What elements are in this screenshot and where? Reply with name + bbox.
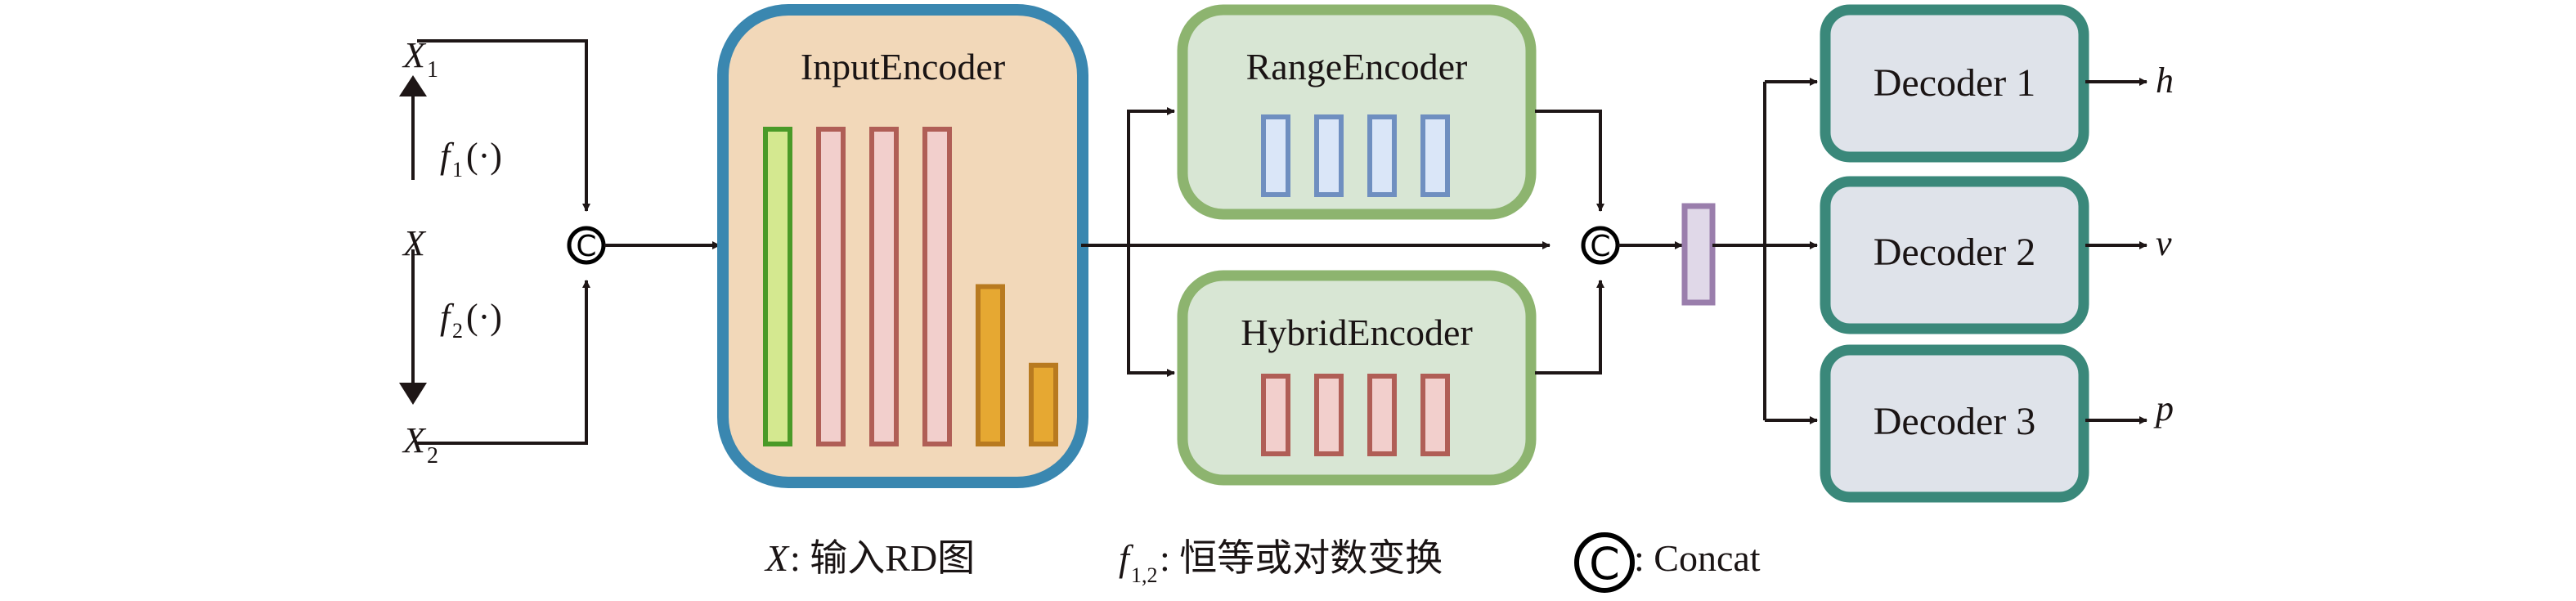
legend-x-entry: X : 输入RD图	[764, 537, 975, 579]
range-encoder-title: RangeEncoder	[1246, 46, 1468, 87]
svg-text:1,2: 1,2	[1131, 563, 1158, 587]
input-encoder-block: InputEncoder	[717, 4, 1088, 488]
output-h-label: h	[2156, 61, 2174, 101]
f2-arrowhead-icon	[399, 383, 427, 405]
svg-text:(·): (·)	[466, 136, 502, 176]
decoder-1-block: Decoder 1	[1820, 4, 2089, 163]
hybrid-to-concat	[1535, 280, 1604, 375]
svg-text:C: C	[1590, 230, 1610, 263]
output-p-label: p	[2153, 388, 2174, 428]
f1-label: f 1 (·)	[440, 136, 502, 182]
x2-connector	[417, 280, 590, 445]
range-encoder-layer-4	[1420, 114, 1450, 197]
svg-text:C: C	[576, 230, 596, 263]
legend-f-entry: f 1,2 : 恒等或对数变换	[1119, 537, 1443, 587]
svg-text:2: 2	[427, 443, 438, 469]
svg-text:2: 2	[452, 319, 463, 343]
input-x2-label: X 2	[402, 420, 438, 469]
hybrid-encoder-layer-4	[1420, 374, 1450, 456]
branch-to-range	[1127, 107, 1175, 245]
range-encoder-layer-2	[1314, 114, 1344, 197]
x1-connector	[417, 39, 590, 212]
svg-text:X: X	[764, 537, 790, 579]
branch-to-hybrid	[1127, 245, 1175, 377]
decoder-1-title: Decoder 1	[1874, 61, 2036, 105]
input-encoder-layer-6	[1029, 362, 1058, 446]
output-v-label: v	[2156, 223, 2172, 263]
input-encoder-layer-2	[816, 127, 846, 446]
range-encoder-block: RangeEncoder	[1177, 4, 1537, 220]
concat-icon-1: C	[567, 226, 606, 265]
input-encoder-layer-1	[763, 127, 792, 446]
fused-feature-vector	[1681, 203, 1716, 306]
hybrid-encoder-block: HybridEncoder	[1177, 270, 1537, 486]
concat-icon-2: C	[1581, 226, 1620, 265]
input-encoder-layer-5	[976, 284, 1005, 446]
svg-text:(·): (·)	[466, 297, 502, 337]
f2-label: f 2 (·)	[440, 297, 502, 343]
svg-text:X: X	[402, 420, 427, 460]
svg-text:: 恒等或对数变换: : 恒等或对数变换	[1160, 537, 1443, 579]
input-encoder-layer-4	[922, 127, 952, 446]
hybrid-encoder-layer-1	[1261, 374, 1290, 456]
hybrid-encoder-title: HybridEncoder	[1241, 312, 1473, 353]
svg-text:: 输入RD图: : 输入RD图	[790, 537, 975, 579]
f1-arrowhead-icon	[399, 75, 427, 96]
legend-concat-entry: C : Concat	[1574, 532, 1761, 593]
range-encoder-layer-3	[1367, 114, 1397, 197]
svg-text:1: 1	[452, 158, 463, 182]
concat-legend-icon	[1574, 532, 1635, 593]
decoder-2-title: Decoder 2	[1874, 231, 2036, 274]
range-to-concat	[1535, 110, 1604, 212]
decoder-2-block: Decoder 2	[1820, 176, 2089, 334]
hybrid-encoder-layer-3	[1367, 374, 1397, 456]
svg-text:: Concat: : Concat	[1634, 537, 1761, 579]
decoder-3-title: Decoder 3	[1874, 400, 2036, 443]
svg-text:1: 1	[427, 57, 438, 83]
range-encoder-layer-1	[1261, 114, 1290, 197]
svg-text:C: C	[1589, 538, 1620, 590]
hybrid-encoder-layer-2	[1314, 374, 1344, 456]
legend: X : 输入RD图 f 1,2 : 恒等或对数变换 C : Concat	[764, 532, 1761, 593]
input-encoder-title: InputEncoder	[801, 46, 1005, 87]
decoder-3-block: Decoder 3	[1820, 344, 2089, 503]
input-encoder-layer-3	[869, 127, 899, 446]
